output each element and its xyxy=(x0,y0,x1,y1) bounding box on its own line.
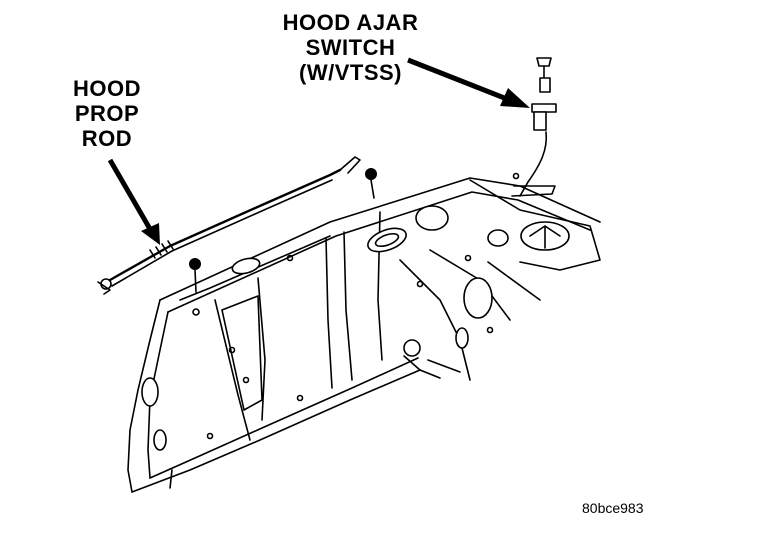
label-hood-prop-rod: HOOD PROP ROD xyxy=(62,76,152,151)
hood-prop-rod xyxy=(97,156,361,295)
label-line: (W/VTSS) xyxy=(299,60,402,85)
clip-upper xyxy=(365,168,377,199)
figure-id: 80bce983 xyxy=(582,500,644,516)
clip-lower xyxy=(189,258,201,293)
hood-ajar-switch xyxy=(511,57,557,197)
radiator-support-frame xyxy=(127,172,601,493)
label-line: HOOD xyxy=(73,76,141,101)
label-line: PROP xyxy=(74,101,140,126)
arrow-hood-prop-rod xyxy=(107,158,160,245)
label-line: HOOD AJAR xyxy=(282,10,419,35)
label-line: ROD xyxy=(81,126,133,151)
label-line: SWITCH xyxy=(305,35,396,60)
label-hood-ajar-switch: HOOD AJAR SWITCH (W/VTSS) xyxy=(268,10,433,85)
arrow-hood-ajar-switch xyxy=(407,57,530,108)
